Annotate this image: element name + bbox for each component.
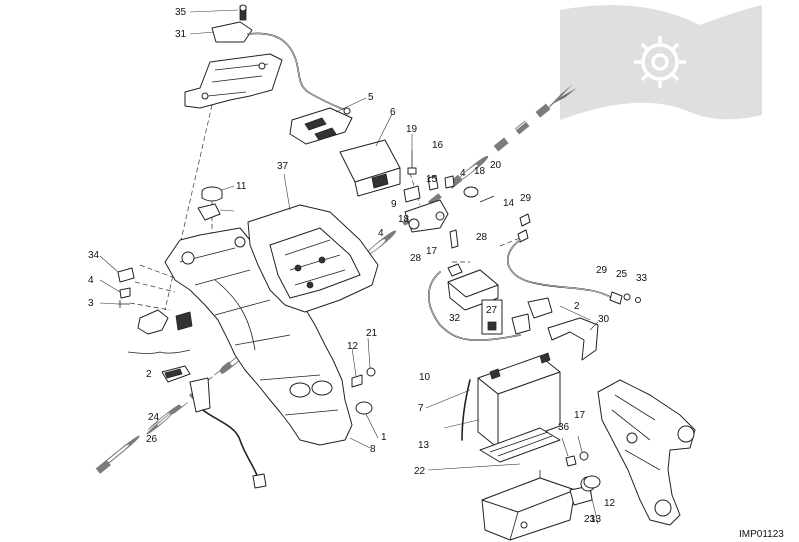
- leader-lines: [99, 9, 599, 525]
- callout-label: 28: [476, 232, 488, 243]
- callout-label: 24: [148, 412, 160, 423]
- callout-label: 8: [370, 444, 376, 455]
- callout-label: 32: [449, 313, 461, 324]
- callout-label: 33: [636, 273, 648, 284]
- callout-label: 2: [574, 301, 580, 312]
- callout-label: 29: [520, 193, 532, 204]
- callout-label: 4: [378, 228, 384, 239]
- tool-pouch: [289, 107, 353, 145]
- battery-pad: [479, 427, 561, 463]
- battery-tray-frame: [247, 204, 379, 313]
- callout-label: 22: [414, 466, 426, 477]
- callout-label: 4: [460, 168, 466, 179]
- callout-label: 4: [88, 275, 94, 286]
- fuse-box-and-cables: [428, 239, 641, 341]
- drawing-code: IMP01123: [739, 529, 784, 540]
- callout-label: 15: [426, 174, 438, 185]
- rear-subframe: [164, 227, 353, 446]
- callout-label: 28: [410, 253, 422, 264]
- watermark-flag-logo: [560, 5, 762, 120]
- callout-label: 25: [616, 269, 628, 280]
- callout-label: 12: [347, 341, 359, 352]
- callout-label: 6: [390, 107, 396, 118]
- callout-label: 11: [236, 181, 247, 192]
- callout-label: 12: [604, 498, 616, 509]
- callout-label: 13: [418, 440, 430, 451]
- callout-label: 36: [558, 422, 570, 433]
- callout-labels: 35 31 5 6 19 16 15 4 18 20 37 11 9 18 4 …: [88, 7, 648, 525]
- callout-label: 26: [146, 434, 158, 445]
- callout-label: 21: [366, 328, 378, 339]
- callout-label: 13: [590, 514, 602, 525]
- callout-label: 27: [486, 305, 498, 316]
- electronic-control-unit: [339, 139, 401, 197]
- callout-label: 34: [88, 250, 100, 261]
- lower-battery-tray: [481, 470, 596, 541]
- callout-label: 35: [175, 7, 187, 18]
- callout-label: 18: [474, 166, 486, 177]
- right-side-bracket: [597, 379, 696, 526]
- center-fasteners: [403, 150, 531, 277]
- seat-lock-parts: [117, 186, 267, 489]
- battery-strap: [547, 317, 599, 361]
- callout-label: 14: [503, 198, 515, 209]
- callout-label: 19: [406, 124, 418, 135]
- callout-label: 30: [598, 314, 610, 325]
- callout-label: 23: [584, 514, 596, 525]
- callout-label: 7: [418, 403, 424, 414]
- rear-bracket-assembly: [184, 4, 351, 115]
- callout-label: 17: [574, 410, 586, 421]
- callout-label: 3: [88, 298, 94, 309]
- callout-label: 17: [426, 246, 438, 257]
- callout-label: 37: [277, 161, 289, 172]
- callout-label: 31: [175, 29, 187, 40]
- callout-label: 2: [146, 369, 152, 380]
- callout-label: 10: [419, 372, 431, 383]
- callout-label: 20: [490, 160, 502, 171]
- gear-icon: [634, 36, 686, 88]
- callout-label: 1: [381, 432, 387, 443]
- callout-label: 16: [432, 140, 444, 151]
- callout-label: 29: [596, 265, 608, 276]
- callout-label: 5: [368, 92, 374, 103]
- lower-fasteners: [351, 367, 601, 489]
- callout-label: 18: [398, 214, 410, 225]
- callout-label: 9: [391, 199, 397, 210]
